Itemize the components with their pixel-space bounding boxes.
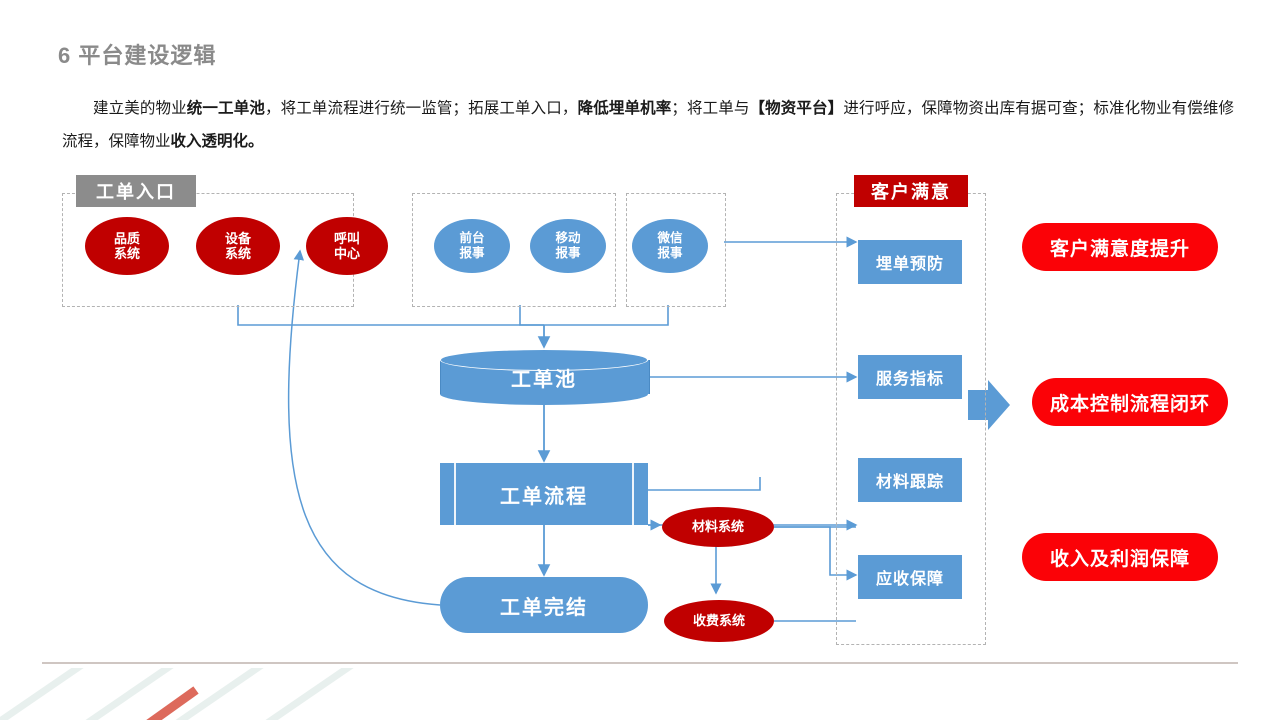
metric-box-yingshou-baozhang[interactable]: 应收保障 (858, 555, 962, 599)
node-hujiao-zhongxin[interactable]: 呼叫 中心 (306, 217, 388, 275)
entry-group-box-3 (626, 193, 726, 307)
entry-group-box-2 (412, 193, 616, 307)
node-label-line1: 前台 (459, 231, 485, 246)
lead-segment-1: 统一工单池 (186, 100, 265, 117)
cylinder-top (440, 349, 648, 371)
node-gongdan-liucheng[interactable]: 工单流程 (440, 463, 648, 525)
node-label-line2: 系统 (113, 246, 140, 261)
outcome-pill-cost-control[interactable]: 成本控制流程闭环 (1032, 378, 1228, 426)
lead-segment-2: ，将工单流程进行统一监管；拓展工单入口， (264, 100, 578, 117)
node-label-line1: 微信 (657, 231, 683, 246)
entry-section-label: 工单入口 (76, 175, 196, 207)
lead-segment-5: 【物资平台】 (749, 100, 844, 117)
page-title: 6 平台建设逻辑 (58, 43, 217, 68)
lead-segment-0: 建立美的物业 (93, 100, 187, 117)
node-pinzhi-xitong[interactable]: 品质 系统 (85, 217, 169, 275)
metric-label: 埋单预防 (875, 256, 944, 273)
node-label-line2: 报事 (459, 246, 485, 260)
node-qiantai-baoshi[interactable]: 前台 报事 (434, 219, 510, 273)
lead-segment-7: 收入透明化。 (170, 133, 264, 150)
node-gongdan-wanjie[interactable]: 工单完结 (440, 577, 648, 633)
metric-label: 材料跟踪 (875, 474, 944, 491)
entry-section-label-text: 工单入口 (96, 182, 176, 202)
node-label-line2: 报事 (657, 246, 683, 260)
customer-section-label: 客户满意 (854, 175, 968, 207)
metric-label: 应收保障 (875, 571, 944, 588)
customer-section-label-text: 客户满意 (871, 182, 951, 202)
node-gongdan-liucheng-label: 工单流程 (500, 485, 588, 508)
node-gongdan-wanjie-label: 工单完结 (500, 596, 588, 619)
node-gongdan-chi[interactable]: 工单池 (440, 349, 650, 405)
metric-label: 服务指标 (875, 371, 944, 388)
process-right-bar (632, 463, 634, 525)
metric-box-cailiao-genzong[interactable]: 材料跟踪 (858, 458, 962, 502)
node-label-line2: 报事 (555, 246, 581, 260)
decorative-stripes (0, 668, 354, 720)
metric-box-fuwu-zhibiao[interactable]: 服务指标 (858, 355, 962, 399)
node-yidong-baoshi[interactable]: 移动 报事 (530, 219, 606, 273)
process-left-bar (454, 463, 456, 525)
node-weixin-baoshi[interactable]: 微信 报事 (632, 219, 708, 273)
node-label-line2: 中心 (333, 246, 360, 261)
node-label-line1: 移动 (555, 231, 581, 246)
lead-segment-3: 降低埋单机率 (577, 100, 672, 117)
node-shoufei-xitong-label: 收费系统 (692, 613, 745, 629)
node-cailiao-xitong[interactable]: 材料系统 (662, 507, 774, 547)
lead-segment-4: ；将工单与 (671, 100, 750, 117)
footer-divider (42, 662, 1238, 664)
outcome-pill-revenue[interactable]: 收入及利润保障 (1022, 533, 1218, 581)
lead-segment-6: 进行呼应，保障物资出库有据可查；标准化物业有偿维修流程，保障物业 (62, 100, 1234, 150)
node-cailiao-xitong-label: 材料系统 (691, 519, 744, 535)
outcome-pill-satisfaction[interactable]: 客户满意度提升 (1022, 223, 1218, 271)
node-shebei-xitong[interactable]: 设备 系统 (196, 217, 280, 275)
node-label-line2: 系统 (224, 246, 251, 261)
node-label-line1: 品质 (113, 230, 140, 246)
node-shoufei-xitong[interactable]: 收费系统 (664, 600, 774, 642)
node-label-line1: 设备 (224, 230, 251, 246)
outcome-label: 客户满意度提升 (1049, 238, 1190, 260)
outcome-label: 收入及利润保障 (1049, 548, 1190, 570)
diagram-canvas: 工单入口 客户满意 品质 系统 设备 系统 呼叫 中心 前台 报事 移动 报事 (0, 165, 1280, 645)
outcome-label: 成本控制流程闭环 (1049, 393, 1210, 415)
lead-paragraph: 建立美的物业统一工单池，将工单流程进行统一监管；拓展工单入口，降低埋单机率；将工… (62, 92, 1234, 158)
node-label-line1: 呼叫 (333, 230, 360, 246)
metric-box-maidan-yufang[interactable]: 埋单预防 (858, 240, 962, 284)
node-gongdan-chi-label: 工单池 (511, 368, 577, 391)
